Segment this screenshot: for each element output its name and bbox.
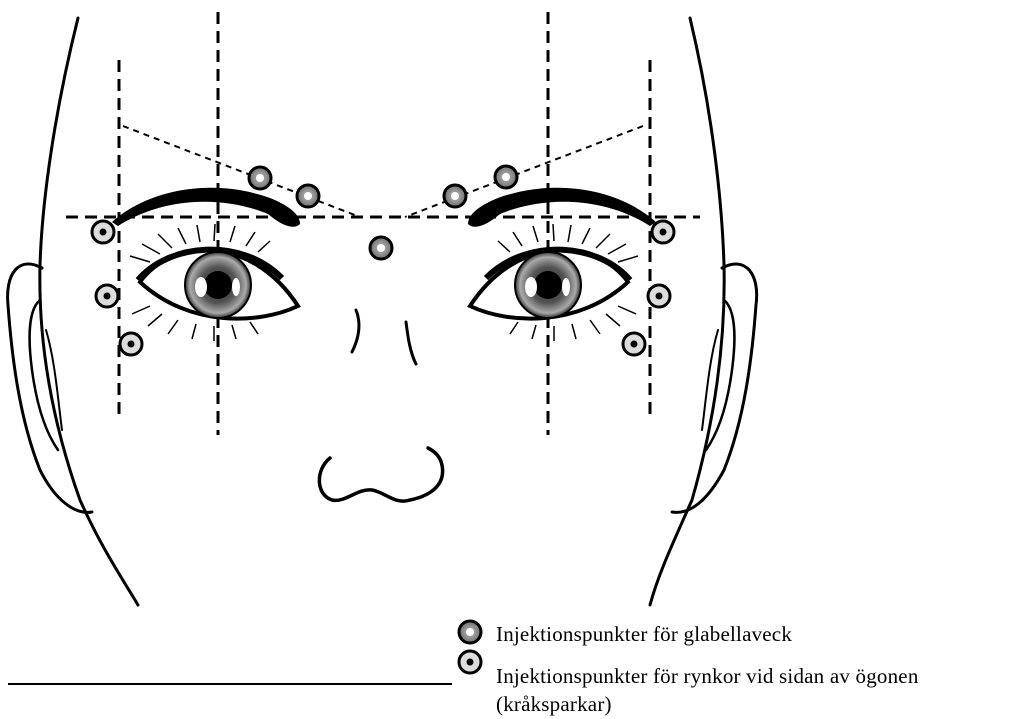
right-ear xyxy=(672,264,757,512)
head-right-contour xyxy=(650,18,724,605)
crows-feet-marker xyxy=(648,285,670,307)
legend-label-glabella: Injektionspunkter för glabellaveck xyxy=(496,622,792,646)
crows-feet-marker xyxy=(623,333,645,355)
nose-bridge-right xyxy=(406,322,416,364)
right-eye xyxy=(470,224,638,341)
nose-bridge-left xyxy=(352,310,359,352)
left-eyebrow xyxy=(112,188,300,227)
eyebrows xyxy=(112,188,656,227)
glabella-marker xyxy=(495,166,517,188)
glabella-marker xyxy=(297,185,319,207)
crows-feet-marker xyxy=(652,221,674,243)
glabella-marker xyxy=(370,237,392,259)
crows-feet-marker-icon xyxy=(459,651,481,673)
guide-lines xyxy=(66,12,700,435)
right-eyebrow xyxy=(468,188,656,227)
head-outline xyxy=(40,18,724,605)
glabella-marker-icon xyxy=(459,621,481,643)
glabella-marker xyxy=(249,167,271,189)
crows-feet-marker xyxy=(96,285,118,307)
glabella-marker xyxy=(444,185,466,207)
left-eye xyxy=(130,224,298,341)
nose-tip xyxy=(319,448,442,501)
legend-label-crows-feet: Injektionspunkter för rynkor vid sidan a… xyxy=(496,664,919,688)
head-left-contour xyxy=(40,18,138,605)
legend-label-crows-feet-cont: (kråksparkar) xyxy=(496,692,612,716)
crows-feet-marker xyxy=(120,333,142,355)
nose xyxy=(319,310,442,501)
legend-markers xyxy=(459,621,481,673)
crows-feet-marker xyxy=(92,221,114,243)
diagonal-guide-lines xyxy=(123,126,643,217)
